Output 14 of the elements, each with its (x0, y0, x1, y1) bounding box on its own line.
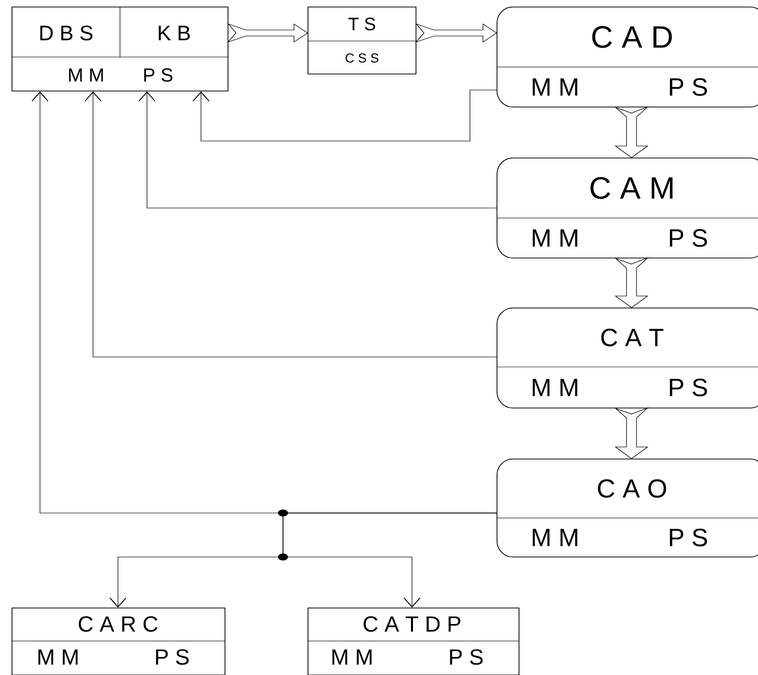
process-box: C A D M M P S (496, 6, 758, 108)
module-box: D B S K B M M P S (12, 6, 228, 92)
process-box: C A T M M P S (496, 308, 758, 408)
module-box: C A T D P M M P S (308, 608, 520, 675)
arrow (84, 91, 497, 358)
process-box: C A M M M P S (496, 158, 758, 258)
block-arrow (227, 23, 308, 43)
arrow (138, 91, 497, 208)
module-box: T S C S S (308, 6, 416, 74)
arrow (282, 512, 497, 608)
block-arrow (415, 23, 498, 43)
module-box: C A R C M M P S (12, 608, 226, 675)
process-box: C A O M M P S (496, 458, 758, 558)
arrow (192, 90, 497, 142)
